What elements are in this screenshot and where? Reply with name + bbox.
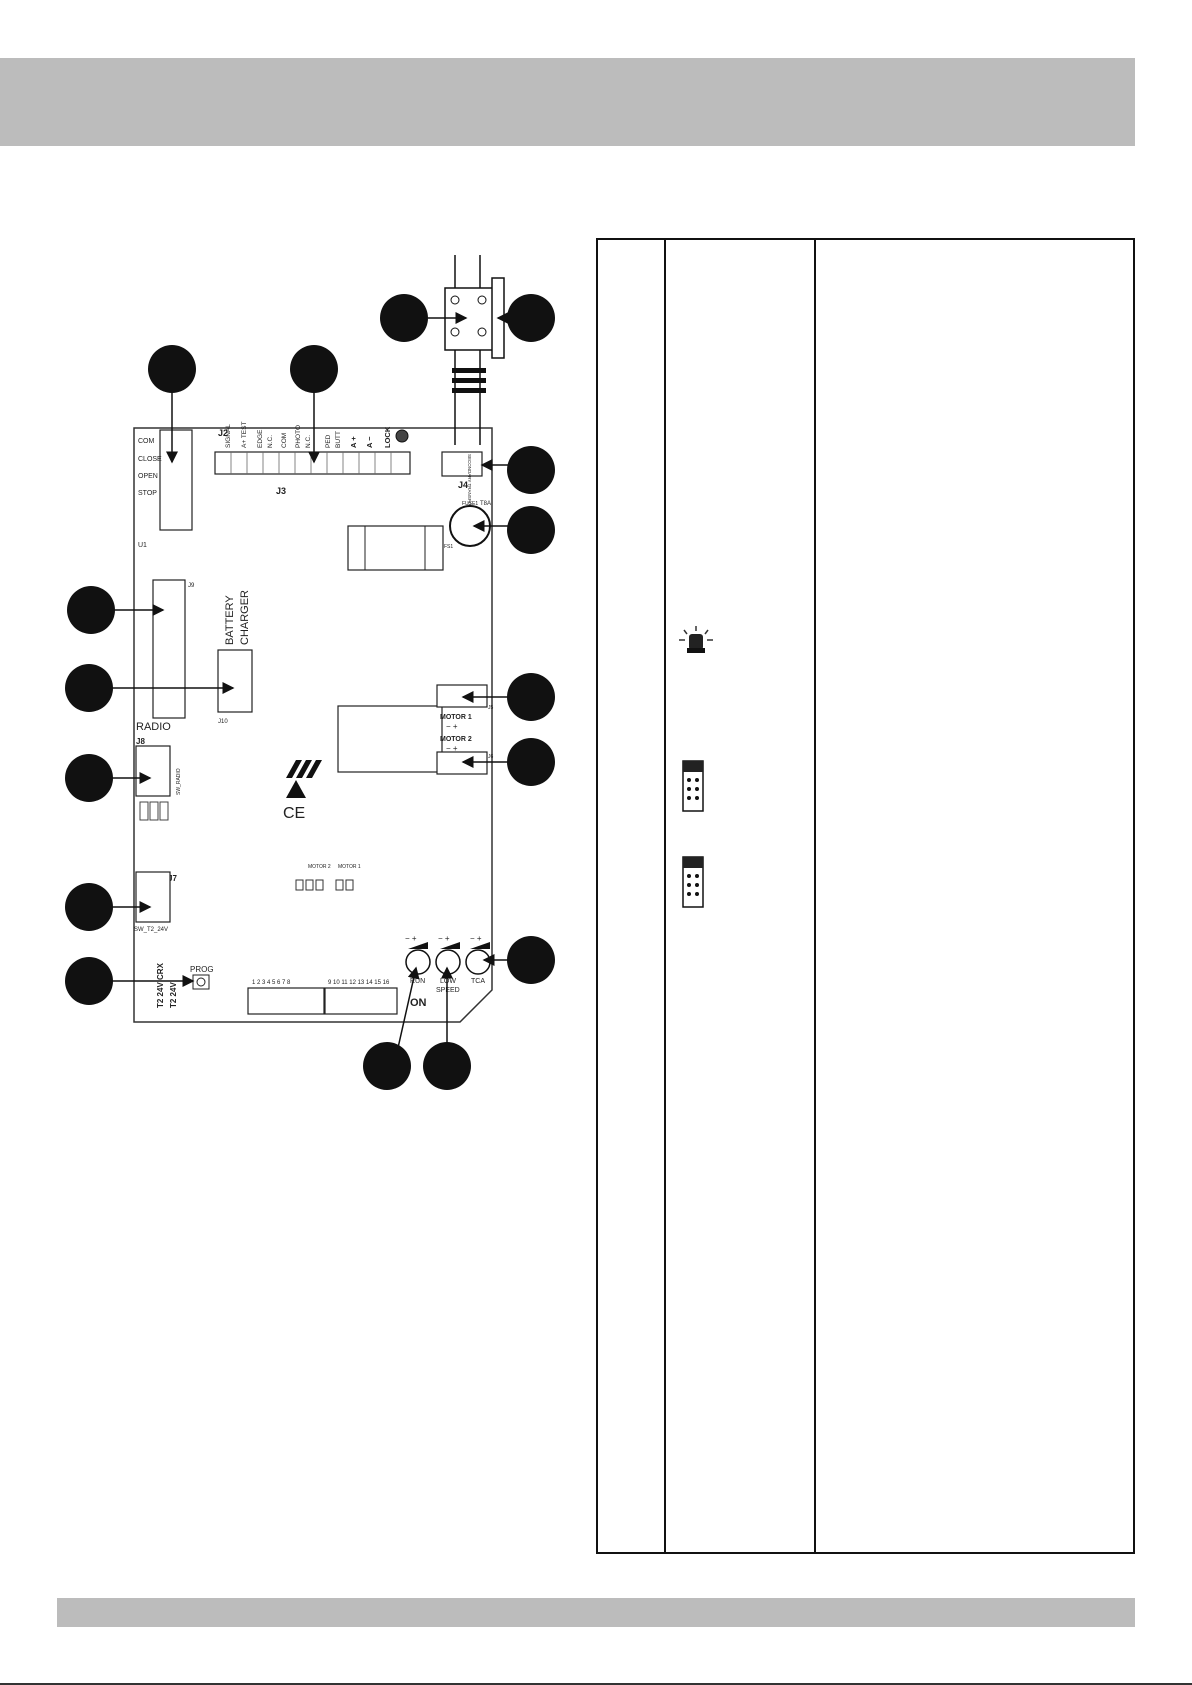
j3-terminal-label: A+ TEST [241,422,248,448]
dip-numbers-bank1: 1 2 3 4 5 6 7 8 [252,980,291,986]
footer-band [57,1598,1135,1627]
t2crx-label: T2 24V CRX [156,962,165,1008]
j3-terminal-label: EDGE [257,429,264,448]
charger-label: CHARGER [239,590,251,645]
j4-text: SECONDARY TRANSFORMER [467,454,472,519]
flashing-light-icon [679,626,713,653]
pot-low-label: LOW [440,978,456,985]
pot-speed-label: SPEED [436,987,460,994]
on-label: ON [410,997,427,1009]
motor-leds: MOTOR 2 MOTOR 1 [295,864,361,891]
j7-connector: J7 SW_T2_24V [134,871,177,933]
j9-label: J9 [188,583,195,589]
j2-connector: J2 COM CLOSE OPEN STOP U1 [138,428,228,549]
j3-terminal-label: COM [281,433,288,448]
pot-polarity: − + [438,934,450,943]
fs1-label: FS1 [444,544,453,550]
board-outline [133,427,493,1023]
j3-terminal-label: N.C. [267,435,274,448]
j3-terminal-strip: J3 SIGNAL A+ TEST EDGE N.C. COM PHOTO N.… [214,422,411,496]
table-column-divider [814,240,816,1552]
legend-table [596,238,1135,1554]
sw-t2-label: SW_T2_24V [134,927,168,933]
fuse-value: T8A [480,501,491,507]
fuse-label: FUSE1 [462,501,478,507]
pot-tca-label: TCA [471,978,485,985]
j3-terminal-label: LOCK [383,426,392,448]
j2-label: J2 [218,428,228,438]
j3-label: J3 [276,486,286,496]
battery-charger-connector: BATTERY CHARGER J10 [217,590,253,725]
fuse-area: FUSE1 T8A FS1 [347,501,491,571]
battery-label: BATTERY [224,595,236,645]
led-motor1-label: MOTOR 1 [338,864,361,870]
header-band [0,58,1135,146]
j2-terminal-label: OPEN [138,473,158,480]
jumper-block-icon [682,760,704,812]
j3-terminal-label: PHOTO [295,425,302,448]
j6-label: J6 [488,754,494,760]
prog-button-area: PROG T2 24V CRX T2 24V [156,962,214,1008]
jumper-block-icon [682,856,704,908]
j3-terminal-label: BUTT [335,431,342,448]
j10-label: J10 [218,719,228,725]
prog-label: PROG [190,965,214,974]
motor1-polarity: − + [446,722,458,731]
pot-polarity: − + [405,934,417,943]
j2-terminal-label: CLOSE [138,456,162,463]
led-motor2-label: MOTOR 2 [308,864,331,870]
j9-slot: J9 [152,579,195,719]
radio-label: RADIO [136,721,171,733]
j3-terminal-label: A − [365,436,374,448]
control-board-diagram: J2 COM CLOSE OPEN STOP U1 J3 SIGNAL A+ T… [0,230,600,1110]
u1-label: U1 [138,542,147,549]
j3-terminal-label: N.C. [305,435,312,448]
pot-run-label: RUN [410,978,425,985]
motor-connectors: J5 MOTOR 1 − + MOTOR 2 − + J6 [337,684,494,775]
capacitor [395,429,409,443]
j3-terminal-label: A + [349,436,358,448]
dip-switch-banks: 1 2 3 4 5 6 7 8 9 10 11 12 13 14 15 16 O… [247,980,427,1015]
j4-label: J4 [458,480,468,490]
dip-numbers-bank2: 9 10 11 12 13 14 15 16 [328,980,390,986]
motor1-label: MOTOR 1 [440,714,472,721]
j5-label: J5 [488,705,494,711]
transformer [444,255,505,445]
ce-mark: CE [283,805,305,822]
footer-rule [0,1683,1192,1685]
j2-terminal-label: COM [138,438,155,445]
esd-warning-icon [286,780,306,798]
pot-polarity: − + [470,934,482,943]
t2-label: T2 24V [169,982,178,1008]
j3-terminal-label: SIGNAL [225,424,232,448]
sw-radio-label: SW_RADIO [176,768,182,795]
j8-label: J8 [136,737,145,746]
table-column-divider [664,240,666,1552]
radio-connector: RADIO J8 SW_RADIO [135,721,182,821]
motor2-label: MOTOR 2 [440,736,472,743]
j7-label: J7 [168,874,177,883]
j2-terminal-label: STOP [138,490,157,497]
motor2-polarity: − + [446,744,458,753]
j3-terminal-label: PED [325,434,332,448]
callout-markers [65,294,555,1090]
manufacturer-logo [286,760,322,778]
